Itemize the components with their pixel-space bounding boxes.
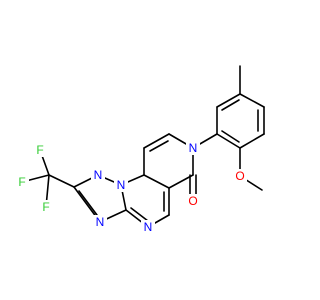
bond xyxy=(130,207,149,222)
bond xyxy=(143,133,170,149)
atom-f-1: F xyxy=(33,143,47,157)
atom-f-3: F xyxy=(39,200,53,214)
atom-label: N xyxy=(94,168,103,182)
atom-label: F xyxy=(42,200,49,214)
atom-label: O xyxy=(188,194,197,208)
structure-canvas: N N N N N O O xyxy=(15,65,265,234)
bond xyxy=(221,130,240,143)
atom-label: N xyxy=(96,215,105,229)
bond xyxy=(143,174,170,189)
atom-n-pyrimidine: N xyxy=(141,220,155,234)
atom-label: N xyxy=(117,178,126,192)
bond xyxy=(239,133,265,149)
atom-label: N xyxy=(189,141,198,155)
atom-label: F xyxy=(36,143,43,157)
atom-n-triazole-bottom: N xyxy=(93,215,107,229)
bond xyxy=(221,99,240,111)
bond-layer xyxy=(21,65,265,228)
bond xyxy=(48,174,75,188)
bond xyxy=(216,93,241,108)
atom-label: N xyxy=(144,220,153,234)
atom-layer: N N N N N O O xyxy=(15,141,247,234)
bond xyxy=(216,133,241,149)
atom-n-triazole-top: N xyxy=(91,168,105,182)
atom-label: O xyxy=(235,169,244,183)
atom-n-lactam: N xyxy=(186,141,200,155)
atom-label: F xyxy=(18,175,25,189)
atom-o-carbonyl: O xyxy=(186,194,200,208)
bond xyxy=(78,190,98,216)
atom-f-2: F xyxy=(15,175,29,189)
atom-o-methoxy: O xyxy=(233,169,247,183)
bond xyxy=(149,140,169,152)
bond xyxy=(168,174,194,189)
molecule-diagram: N N N N N O O xyxy=(15,65,265,234)
bond xyxy=(239,93,265,108)
atom-n-bridge: N xyxy=(114,178,128,192)
